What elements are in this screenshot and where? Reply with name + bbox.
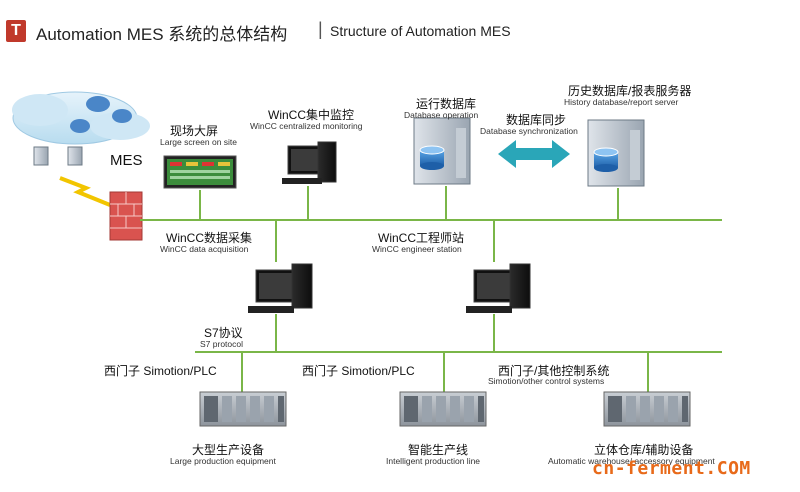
wincc-monitor-label: WinCC集中监控: [268, 108, 354, 122]
s7-label: S7协议: [204, 326, 243, 340]
database-sync-arrow: [498, 140, 570, 168]
db-operation-label: 运行数据库: [416, 97, 477, 111]
watermark-suffix: .COM: [705, 458, 751, 479]
s7-label-en: S7 protocol: [200, 339, 243, 349]
brand-logo: T: [6, 20, 26, 42]
wincc-acq-label: WinCC数据采集: [166, 231, 252, 245]
plc-rack-3-icon: [603, 391, 691, 427]
plc-rack-1-icon: [199, 391, 287, 427]
operation-database-server-icon: [413, 117, 471, 185]
wincc-engineer-pc-icon: [466, 263, 531, 313]
plc-2-label: 西门子 Simotion/PLC: [302, 364, 415, 378]
big-screen-label: 现场大屏: [170, 124, 219, 138]
db-sync-label: 数据库同步: [506, 113, 567, 127]
equip-3-label-en: Automatic warehouse/ accessory equipment: [548, 456, 715, 466]
mes-server-icon: [33, 146, 83, 166]
mes-label: MES: [110, 152, 143, 169]
plc-rack-2-icon: [399, 391, 487, 427]
wireless-link-icon: [59, 176, 111, 207]
history-database-server-icon: [587, 119, 645, 187]
wincc-monitor-label-en: WinCC centralized monitoring: [250, 121, 363, 131]
history-db-label: 历史数据库/报表服务器: [568, 84, 692, 98]
large-screen-icon: [163, 155, 237, 189]
equip-2-label-en: Intelligent production line: [386, 456, 481, 466]
big-screen-label-en: Large screen on site: [160, 137, 238, 147]
plc-3-label-en: Simotion/other control systems: [488, 376, 605, 386]
wincc-eng-label-en: WinCC engineer station: [372, 244, 462, 254]
plc-3-label: 西门子/其他控制系统: [498, 364, 610, 378]
equip-3-label: 立体仓库/辅助设备: [594, 443, 694, 457]
firewall-icon: [109, 191, 143, 241]
wincc-acquisition-pc-icon: [248, 263, 313, 313]
history-db-label-en: History database/report server: [564, 97, 679, 107]
wincc-monitor-pc-icon: [282, 141, 337, 184]
mes-network-cloud: [12, 91, 150, 145]
watermark-dash: -: [614, 458, 627, 479]
equip-1-label: 大型生产设备: [192, 443, 265, 457]
wincc-acq-label-en: WinCC data acquisition: [160, 244, 249, 254]
db-sync-label-en: Database synchronization: [480, 126, 578, 136]
watermark: cn-ferment.COM: [592, 456, 798, 486]
equip-1-label-en: Large production equipment: [170, 456, 276, 466]
plc-1-label: 西门子 Simotion/PLC: [104, 364, 217, 378]
title-separator: |: [318, 19, 323, 39]
db-operation-label-en: Database operation: [404, 110, 479, 120]
page-title: Automation MES 系统的总体结构: [36, 25, 288, 44]
equip-2-label: 智能生产线: [408, 443, 469, 457]
wincc-eng-label: WinCC工程师站: [378, 231, 464, 245]
page-subtitle: Structure of Automation MES: [330, 23, 511, 39]
watermark-part2: ferment: [626, 458, 706, 479]
watermark-part1: cn: [592, 458, 615, 479]
